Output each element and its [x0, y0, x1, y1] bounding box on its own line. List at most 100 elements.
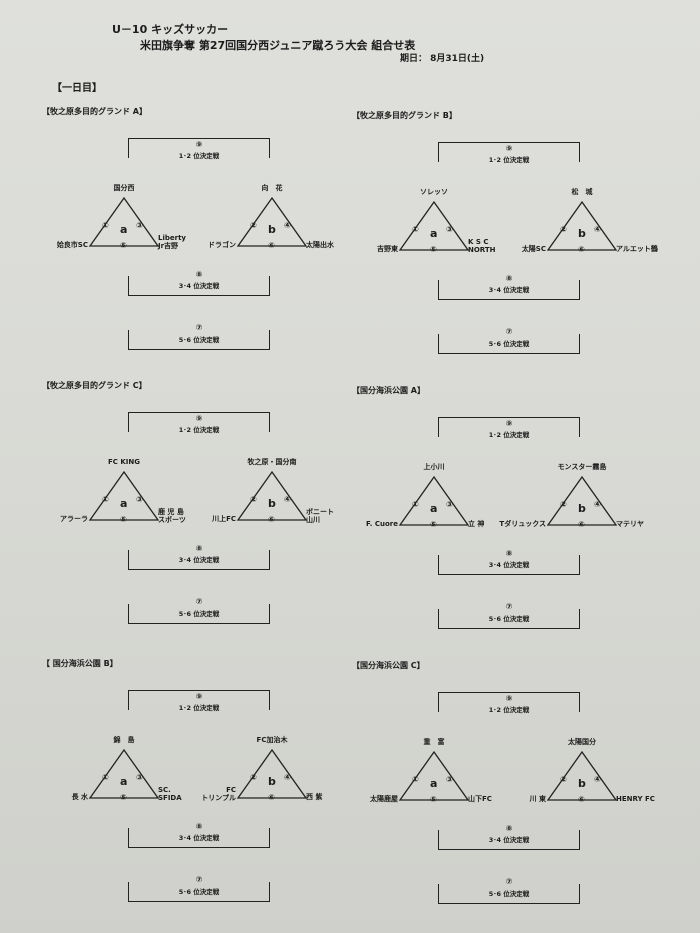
team-right-line: Liberty	[158, 234, 186, 242]
match-number-left: ①	[102, 495, 109, 504]
team-right-line: SC.	[158, 786, 171, 794]
group-letter: b	[268, 223, 276, 236]
group-letter: a	[430, 777, 438, 790]
group-letter: a	[430, 227, 438, 240]
team-top: 上小川	[423, 463, 445, 471]
team-right-line: K S C	[468, 238, 489, 246]
team-top: 太陽国分	[568, 738, 596, 746]
fifth-match-label: 5･6 位決定戦	[178, 336, 220, 344]
match-number-bottom: ⑤	[120, 793, 127, 802]
fifth-match-number: ⑦	[505, 602, 513, 611]
team-right-line: スポーツ	[158, 516, 186, 525]
final-match-number: ⑨	[505, 694, 513, 703]
team-left-line: 太陽SC	[521, 245, 546, 253]
match-number-left: ②	[250, 221, 257, 230]
match-number-right: ④	[594, 225, 601, 234]
third-match-number: ⑧	[195, 822, 203, 831]
match-number-right: ③	[136, 495, 143, 504]
team-right: アルエット鶴	[616, 245, 682, 253]
triangle-path	[398, 750, 470, 801]
team-right-line: NORTH	[468, 246, 496, 255]
team-left: 川 東	[484, 795, 546, 803]
match-number-bottom: ⑤	[430, 520, 437, 529]
third-match-number: ⑧	[505, 549, 513, 558]
team-left-line: トリンプル	[201, 794, 236, 803]
group-letter: b	[578, 777, 586, 790]
match-number-left: ①	[102, 221, 109, 230]
final-bracket	[128, 412, 270, 432]
venue-title: 【牧之原多目的グランド A】	[42, 107, 147, 116]
date-label: 期日： 8月31日(土)	[400, 54, 485, 64]
match-number-right: ③	[446, 500, 453, 509]
final-match-number: ⑨	[195, 140, 203, 149]
venue-title: 【国分海浜公園 C】	[352, 661, 425, 670]
team-right-line: SFIDA	[158, 794, 182, 803]
venue-title: 【牧之原多目的グランド C】	[42, 381, 147, 390]
team-left: 長 水	[26, 793, 88, 801]
team-left-line: 長 水	[71, 793, 88, 801]
team-left-line: FC	[226, 786, 236, 794]
team-right: 太陽出水	[306, 241, 372, 249]
group-triangle	[88, 748, 160, 799]
match-number-left: ①	[412, 775, 419, 784]
third-place-bracket	[128, 828, 270, 848]
third-match-label: 3･4 位決定戦	[488, 836, 530, 844]
group-letter: a	[430, 502, 438, 515]
third-match-label: 3･4 位決定戦	[488, 286, 530, 294]
team-left-line: ドラゴン	[208, 241, 236, 249]
final-match-label: 1･2 位決定戦	[178, 704, 220, 712]
team-top: 重 富	[423, 738, 445, 746]
team-left-line: 姶良市SC	[56, 241, 88, 249]
triangle-path	[546, 750, 618, 801]
match-number-bottom: ⑥	[578, 245, 585, 254]
team-top: 牧之原・国分南	[247, 458, 297, 466]
team-top: ソレッソ	[420, 188, 448, 196]
third-place-bracket	[438, 830, 580, 850]
team-left: 吉野東	[336, 245, 398, 253]
match-number-right: ③	[446, 775, 453, 784]
group-triangle	[546, 475, 618, 526]
team-left: F. Cuore	[336, 520, 398, 528]
final-match-label: 1･2 位決定戦	[488, 431, 530, 439]
match-number-bottom: ⑥	[578, 795, 585, 804]
team-right: 西 紫	[306, 793, 372, 801]
team-right: SC.SFIDA	[158, 786, 224, 802]
fifth-place-bracket	[128, 604, 270, 624]
fifth-match-label: 5･6 位決定戦	[178, 888, 220, 896]
team-left-line: F. Cuore	[366, 520, 398, 528]
final-bracket	[128, 138, 270, 158]
team-right-line: ボニート	[306, 508, 334, 516]
team-right-line: 山川	[306, 516, 320, 525]
team-top: 国分西	[113, 184, 135, 192]
team-left: アラーラ	[26, 515, 88, 523]
match-number-bottom: ⑤	[120, 241, 127, 250]
third-match-number: ⑧	[195, 544, 203, 553]
team-left-line: 川 東	[529, 795, 546, 803]
fifth-place-bracket	[128, 330, 270, 350]
final-bracket	[438, 417, 580, 437]
team-left: Tダリュックス	[484, 520, 546, 528]
team-right: マテリヤ	[616, 520, 682, 528]
match-number-bottom: ⑤	[430, 795, 437, 804]
match-number-left: ②	[250, 773, 257, 782]
fifth-place-bracket	[438, 334, 580, 354]
match-number-bottom: ⑤	[120, 515, 127, 524]
fifth-place-bracket	[438, 609, 580, 629]
final-match-label: 1･2 位決定戦	[488, 156, 530, 164]
team-right-line: HENRY FC	[616, 795, 655, 803]
team-right-line: 鹿 児 島	[158, 508, 184, 516]
third-place-bracket	[128, 550, 270, 570]
triangle-path	[398, 475, 470, 526]
team-right-line: アルエット鶴	[616, 245, 658, 253]
group-letter: a	[120, 497, 128, 510]
group-letter: b	[578, 227, 586, 240]
group-letter: b	[268, 497, 276, 510]
match-number-bottom: ⑤	[430, 245, 437, 254]
match-number-bottom: ⑥	[578, 520, 585, 529]
group-letter: b	[268, 775, 276, 788]
third-place-bracket	[128, 276, 270, 296]
group-letter: a	[120, 223, 128, 236]
